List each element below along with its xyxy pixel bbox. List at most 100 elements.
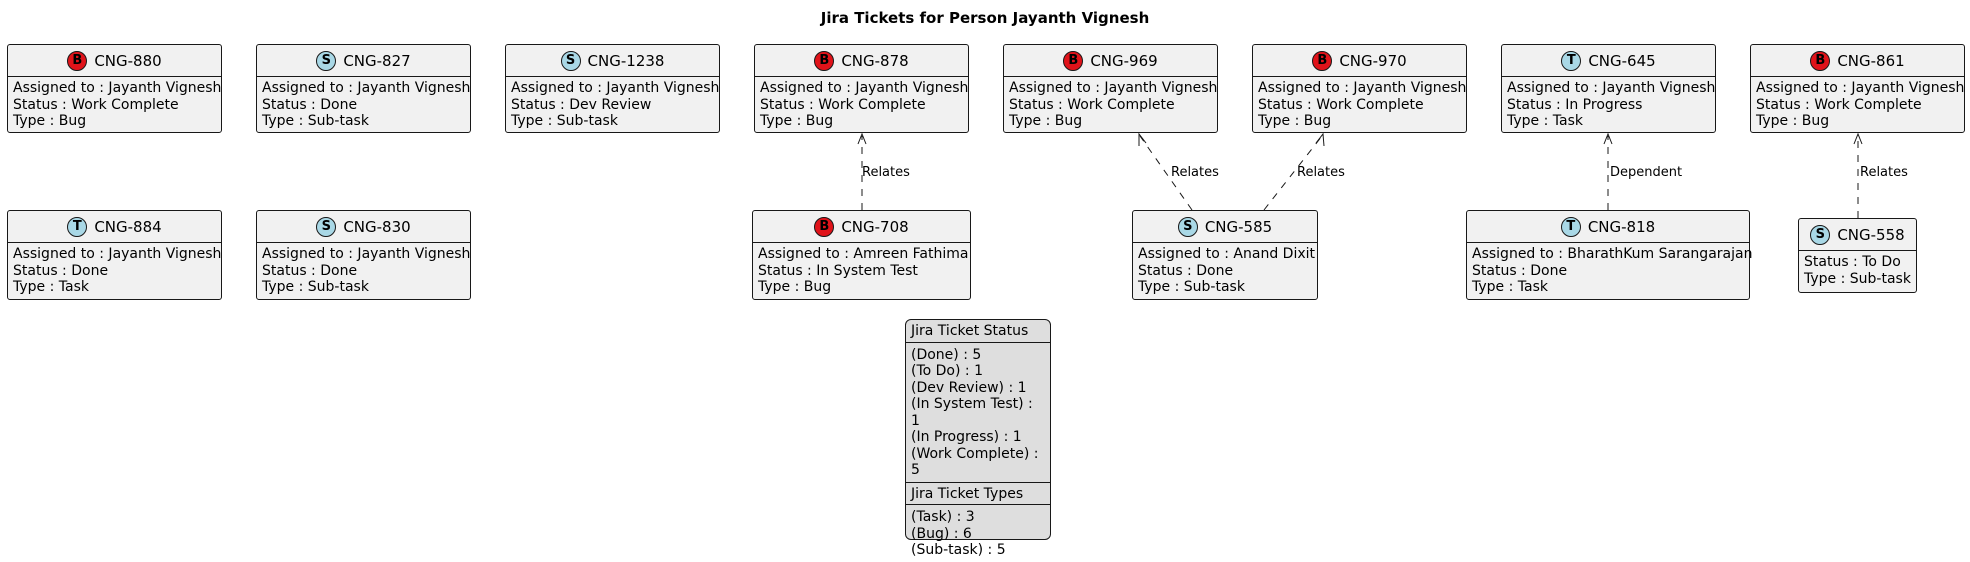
ticket-assignee: Assigned to : Jayanth Vignesh [1009, 80, 1218, 96]
ticket-status: Status : Done [1472, 262, 1568, 279]
ticket-card-cng-861[interactable]: B CNG-861 Assigned to : Jayanth Vignesh S… [1750, 44, 1965, 133]
ticket-status: Status : Done [262, 262, 358, 279]
bug-icon: B [1810, 50, 1831, 71]
ticket-status: Status : Work Complete [1258, 96, 1424, 113]
status-summary-title: Jira Ticket Status [906, 320, 1050, 343]
status-count: (In System Test) : 1 [911, 396, 1033, 429]
bug-icon: B [67, 50, 88, 71]
status-count: (Dev Review) : 1 [911, 379, 1027, 396]
ticket-status: Status : Dev Review [511, 96, 652, 113]
ticket-id: CNG-878 [841, 51, 909, 70]
relation-label-558-861: Relates [1860, 165, 1908, 180]
ticket-id: CNG-708 [841, 217, 909, 236]
ticket-id: CNG-969 [1090, 51, 1158, 70]
relation-label-818-645: Dependent [1610, 165, 1683, 180]
ticket-type: Type : Sub-task [1138, 279, 1245, 295]
ticket-assignee: Assigned to : Jayanth Vignesh [13, 80, 222, 96]
subtask-icon: S [1810, 224, 1831, 245]
ticket-type: Type : Task [13, 279, 89, 295]
ticket-type: Type : Bug [760, 113, 834, 129]
edge-585-970 [1263, 135, 1323, 211]
ticket-id: CNG-585 [1204, 217, 1273, 236]
ticket-status: Status : Work Complete [13, 96, 179, 113]
ticket-assignee: Assigned to : Jayanth Vignesh [262, 246, 471, 262]
ticket-type: Type : Bug [1009, 113, 1083, 129]
ticket-card-cng-878[interactable]: B CNG-878 Assigned to : Jayanth Vignesh S… [754, 44, 969, 133]
arrowhead-969 [1138, 132, 1147, 146]
arrowhead-861 [1853, 132, 1863, 145]
ticket-card-cng-970[interactable]: B CNG-970 Assigned to : Jayanth Vignesh S… [1252, 44, 1467, 133]
subtask-icon: S [560, 50, 581, 71]
ticket-id: CNG-830 [343, 217, 411, 236]
ticket-card-cng-708[interactable]: B CNG-708 Assigned to : Amreen Fathima St… [752, 210, 971, 300]
status-count: (Done) : 5 [911, 346, 982, 363]
relation-label-585-969: Relates [1171, 165, 1219, 180]
ticket-assignee: Assigned to : Amreen Fathima [758, 246, 969, 262]
bug-icon: B [814, 50, 835, 71]
ticket-assignee: Assigned to : Jayanth Vignesh [262, 80, 471, 96]
bug-icon: B [814, 216, 835, 237]
status-summary-list: (Done) : 5 (To Do) : 1 (Dev Review) : 1 … [906, 343, 1050, 483]
ticket-status: Status : Work Complete [1756, 96, 1922, 113]
ticket-status: Status : In Progress [1507, 96, 1643, 113]
ticket-type: Type : Sub-task [262, 279, 369, 295]
task-icon: T [1560, 216, 1581, 237]
ticket-type: Type : Task [1507, 113, 1583, 129]
ticket-type: Type : Bug [1756, 113, 1830, 129]
types-summary-list: (Task) : 3 (Bug) : 6 (Sub-task) : 5 [906, 505, 1050, 562]
subtask-icon: S [1177, 216, 1198, 237]
relation-label-585-970: Relates [1297, 165, 1345, 180]
ticket-assignee: Assigned to : Jayanth Vignesh [1756, 80, 1965, 96]
type-count: (Task) : 3 [911, 509, 975, 525]
subtask-icon: S [316, 50, 337, 71]
ticket-id: CNG-558 [1837, 225, 1905, 244]
status-count: (In Progress) : 1 [911, 429, 1022, 445]
task-icon: T [1561, 50, 1582, 71]
ticket-status: Status : Work Complete [760, 96, 926, 113]
types-summary-title: Jira Ticket Types [906, 483, 1050, 505]
ticket-id: CNG-970 [1339, 51, 1407, 70]
ticket-assignee: Assigned to : Jayanth Vignesh [1258, 80, 1467, 96]
ticket-id: CNG-827 [343, 51, 411, 70]
ticket-type: Type : Bug [13, 113, 87, 129]
ticket-assignee: Assigned to : Jayanth Vignesh [1507, 80, 1716, 96]
ticket-status: Status : In System Test [758, 262, 918, 279]
ticket-status: Status : Done [13, 262, 109, 279]
ticket-card-cng-880[interactable]: B CNG-880 Assigned to : Jayanth Vignesh S… [7, 44, 222, 133]
ticket-type: Type : Task [1472, 279, 1548, 295]
ticket-id: CNG-880 [94, 51, 162, 70]
ticket-id: CNG-645 [1588, 51, 1656, 70]
ticket-type: Type : Bug [1258, 113, 1332, 129]
ticket-card-cng-558[interactable]: S CNG-558 Status : To Do Type : Sub-task [1798, 218, 1917, 293]
ticket-id: CNG-861 [1837, 51, 1905, 70]
bug-icon: B [1063, 50, 1084, 71]
ticket-assignee: Assigned to : Jayanth Vignesh [13, 246, 222, 262]
ticket-type: Type : Bug [758, 279, 832, 295]
ticket-type: Type : Sub-task [1804, 270, 1911, 287]
type-count: (Bug) : 6 [911, 525, 972, 542]
ticket-status: Status : To Do [1804, 254, 1901, 270]
task-icon: T [67, 216, 88, 237]
status-count: (Work Complete) : 5 [911, 445, 1039, 479]
relation-label-708-878: Relates [862, 165, 910, 180]
ticket-summary-box: Jira Ticket Status (Done) : 5 (To Do) : … [905, 319, 1051, 558]
ticket-id: CNG-1238 [587, 51, 665, 70]
ticket-assignee: Assigned to : Jayanth Vignesh [760, 80, 969, 96]
ticket-id: CNG-818 [1587, 217, 1656, 236]
edge-585-969 [1139, 135, 1193, 211]
ticket-card-cng-645[interactable]: T CNG-645 Assigned to : Jayanth Vignesh S… [1501, 44, 1716, 133]
subtask-icon: S [316, 216, 337, 237]
ticket-assignee: Assigned to : Jayanth Vignesh [511, 80, 720, 96]
arrowhead-878 [857, 132, 867, 145]
bug-icon: B [1312, 50, 1333, 71]
ticket-card-cng-830[interactable]: S CNG-830 Assigned to : Jayanth Vignesh S… [256, 210, 471, 300]
type-count: (Sub-task) : 5 [911, 542, 1006, 558]
diagram-title: Jira Tickets for Person Jayanth Vignesh [820, 9, 1150, 27]
